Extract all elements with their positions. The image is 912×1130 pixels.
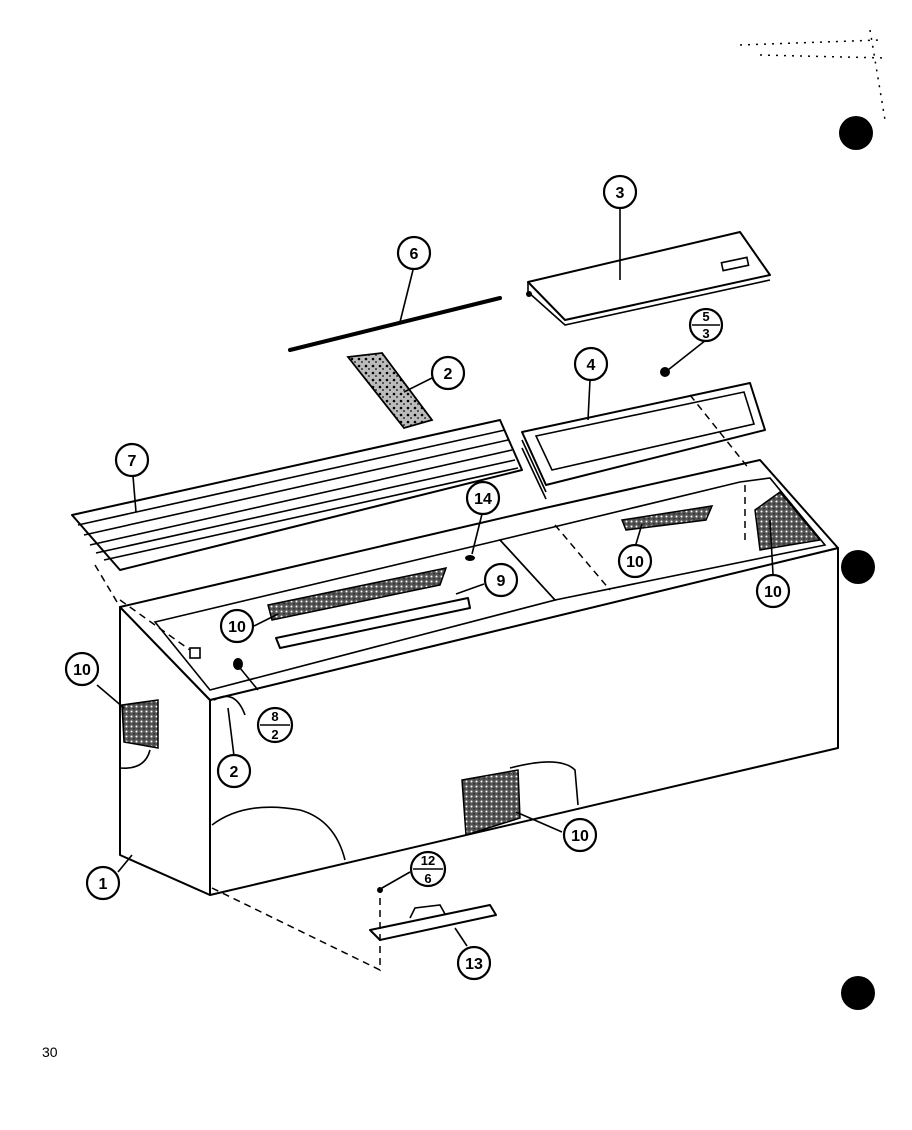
leader-8-2 — [239, 667, 259, 691]
leader-10-corner — [769, 519, 774, 575]
left-knockout — [119, 749, 151, 769]
leader-13 — [454, 927, 468, 947]
fraction-8-2-top: 8 — [271, 709, 278, 724]
grille-part-7 — [71, 419, 523, 571]
callout-3-label: 3 — [616, 185, 625, 202]
callout-10-right: 10 — [617, 543, 653, 579]
binder-hole-middle — [841, 550, 875, 584]
latch-detail — [213, 695, 246, 716]
leader-6 — [399, 269, 414, 323]
callout-10-right-label: 10 — [626, 554, 644, 571]
fraction-12-6-bottom: 6 — [424, 871, 431, 886]
callout-3: 3 — [602, 174, 638, 210]
callout-10-corner: 10 — [755, 573, 791, 609]
binder-hole-bottom — [841, 976, 875, 1010]
callout-4-label: 4 — [587, 357, 596, 374]
callout-14-label: 14 — [474, 491, 492, 508]
callout-10-left: 10 — [64, 651, 100, 687]
callout-fraction-8-2: 8 2 — [256, 706, 294, 744]
foam-strip-part-2 — [346, 352, 434, 430]
callout-2-bottom-label: 2 — [230, 764, 239, 781]
cover-part-3 — [526, 231, 771, 326]
callout-7-label: 7 — [128, 453, 137, 470]
callout-10-top: 10 — [219, 608, 255, 644]
screw-part-5 — [660, 367, 670, 377]
mesh-pad-front — [461, 769, 521, 837]
callout-13-label: 13 — [465, 956, 483, 973]
leader-4 — [587, 379, 591, 421]
callout-10-front: 10 — [562, 817, 598, 853]
front-knockout-right — [509, 761, 579, 806]
grille-mount-line — [119, 599, 191, 651]
scan-noise — [739, 29, 886, 121]
mesh-pad-left-side — [121, 699, 159, 749]
bracket-part-13 — [369, 904, 497, 941]
callout-10-top-label: 10 — [228, 619, 246, 636]
callout-1-label: 1 — [99, 876, 108, 893]
leader-5-3 — [667, 339, 707, 371]
tray-part-4 — [521, 382, 766, 500]
page-number: 30 — [42, 1044, 58, 1060]
leader-10-top — [253, 613, 279, 627]
cover-label-slot — [720, 256, 750, 272]
callout-4: 4 — [573, 346, 609, 382]
leader-10-left — [96, 684, 125, 709]
mesh-strip-top-left — [267, 566, 448, 621]
callout-6-label: 6 — [410, 246, 419, 263]
callout-10-corner-label: 10 — [764, 584, 782, 601]
callout-6: 6 — [396, 235, 432, 271]
latch-box — [189, 647, 201, 659]
cover-hinge — [526, 291, 532, 297]
binder-hole-top — [839, 116, 873, 150]
tray-hidden-line — [689, 394, 751, 471]
callout-2-top-label: 2 — [444, 366, 453, 383]
callout-2-bottom: 2 — [216, 753, 252, 789]
rail-part-9 — [275, 597, 471, 649]
leader-14 — [471, 513, 483, 555]
callout-7: 7 — [114, 442, 150, 478]
callout-13: 13 — [456, 945, 492, 981]
leader-2b — [227, 707, 235, 757]
callout-14: 14 — [465, 480, 501, 516]
mesh-strip-top-right — [620, 505, 714, 531]
cabinet-top-recess-right — [498, 477, 827, 601]
callout-fraction-12-6: 12 6 — [409, 850, 447, 888]
callout-10-front-label: 10 — [571, 828, 589, 845]
screw-part-8 — [233, 658, 243, 670]
bracket-hidden-line — [211, 887, 381, 972]
leader-1 — [117, 854, 133, 873]
leader-2a — [403, 377, 433, 393]
leader-12-6 — [381, 871, 411, 889]
leader-10-front — [515, 811, 563, 833]
callout-10-left-label: 10 — [73, 662, 91, 679]
fraction-5-3-top: 5 — [702, 309, 709, 324]
callout-1: 1 — [85, 865, 121, 901]
leader-9 — [455, 583, 485, 595]
leader-7 — [132, 475, 137, 513]
rod-part-6 — [288, 296, 502, 352]
callout-9: 9 — [483, 562, 519, 598]
fraction-8-2-bottom: 2 — [271, 727, 278, 742]
hidden-edge-1 — [554, 524, 611, 591]
screw-part-14 — [465, 555, 475, 561]
fraction-12-6-top: 12 — [421, 853, 435, 868]
callout-2-top: 2 — [430, 355, 466, 391]
front-knockout-left — [211, 806, 346, 861]
fraction-5-3-bottom: 3 — [702, 326, 709, 341]
leader-10-right-strip — [635, 523, 643, 545]
callout-9-label: 9 — [497, 573, 506, 590]
callout-fraction-5-3: 5 3 — [688, 307, 724, 343]
grille-hidden-edge — [94, 564, 121, 608]
